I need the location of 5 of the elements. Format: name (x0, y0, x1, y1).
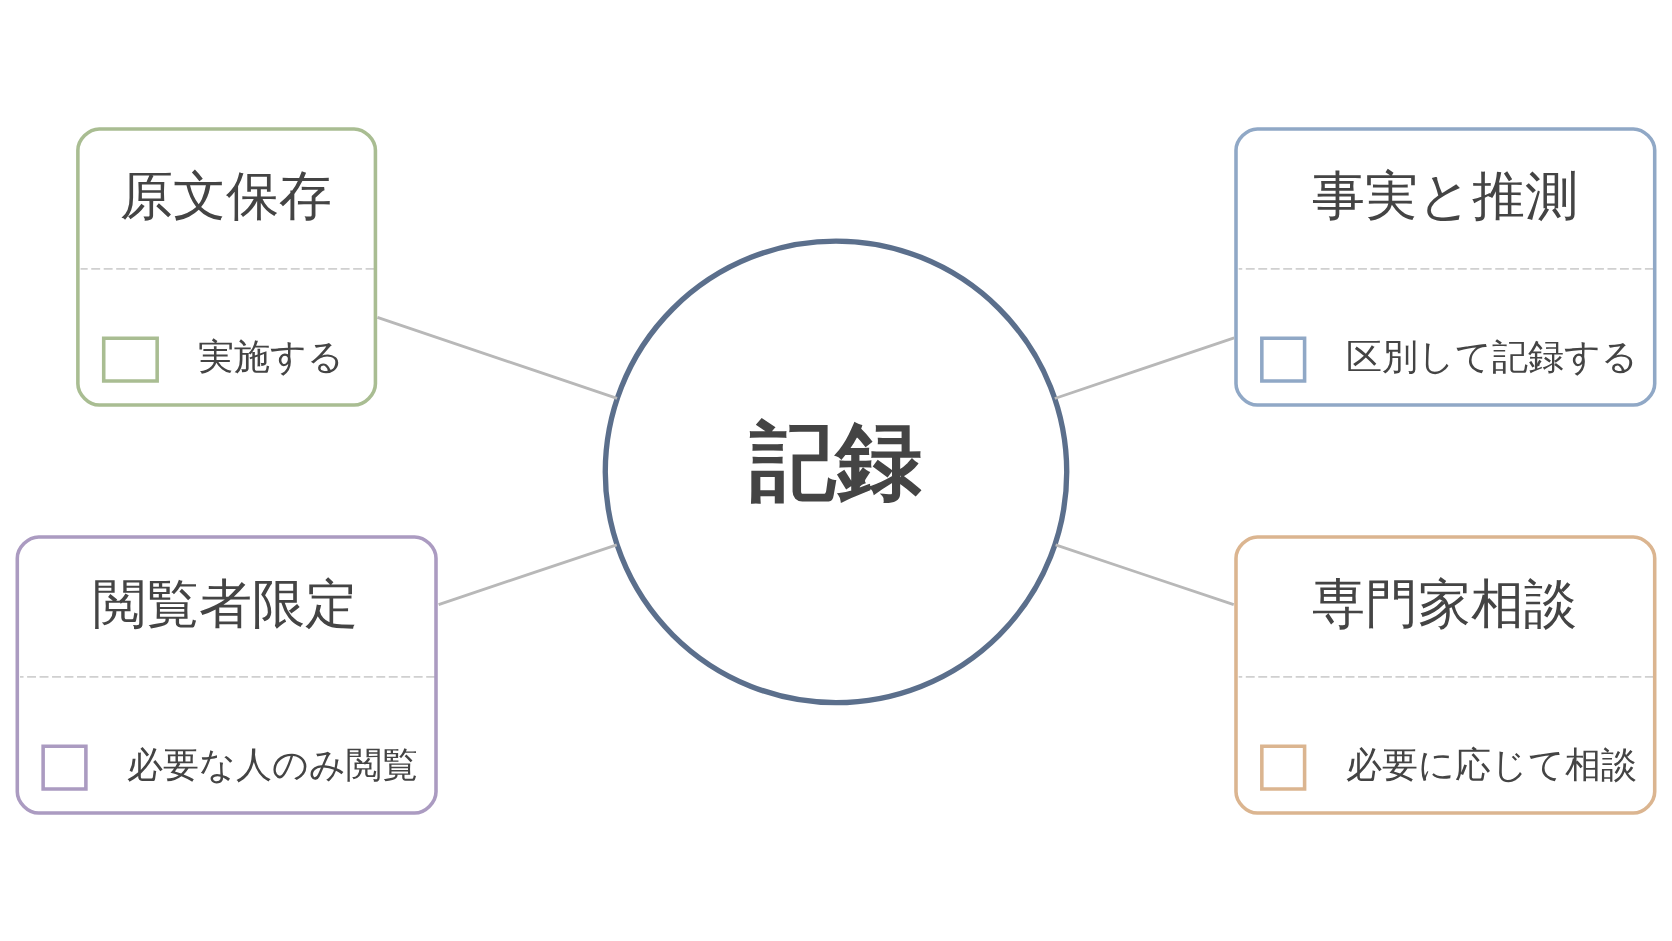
connector (1055, 543, 1235, 606)
connector (1054, 335, 1235, 400)
connector (376, 315, 618, 400)
node-circle: 記録 (602, 238, 1070, 705)
connector (438, 542, 618, 606)
